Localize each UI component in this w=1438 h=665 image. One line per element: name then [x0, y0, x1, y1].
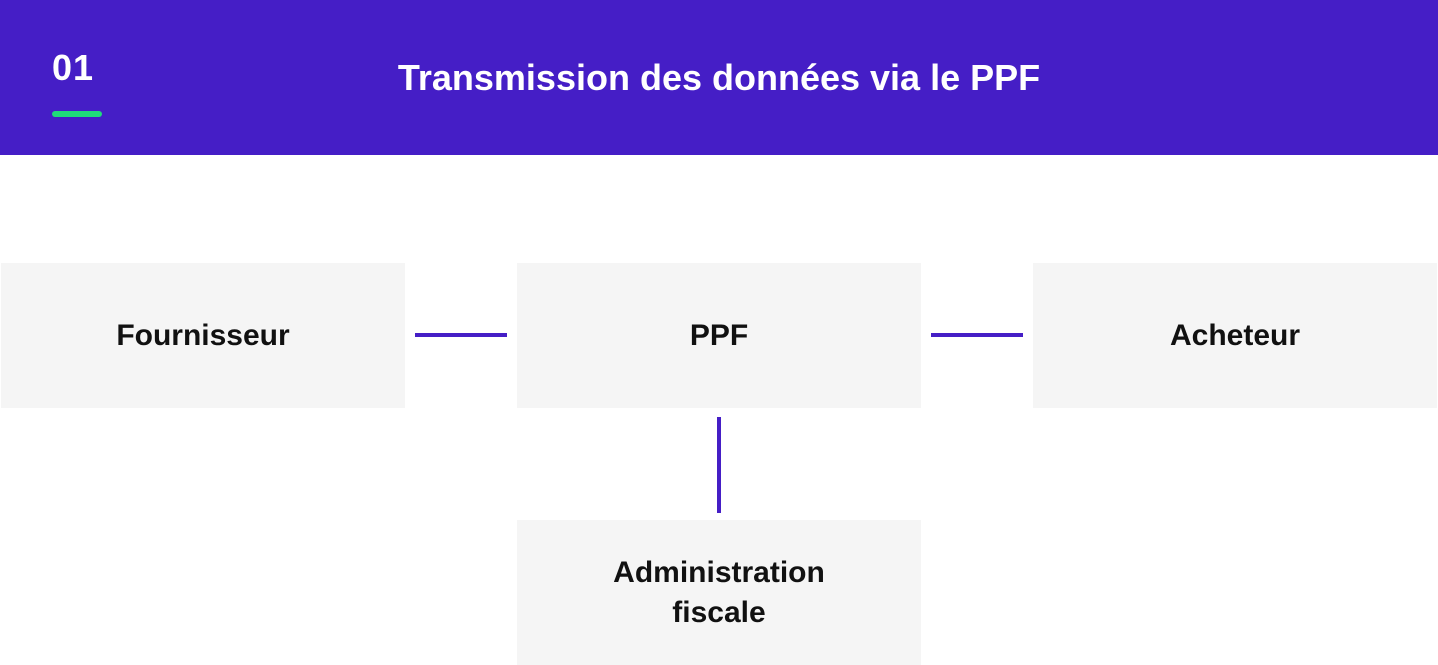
step-underline: [52, 111, 102, 117]
node-buyer-label: Acheteur: [1169, 318, 1301, 352]
node-buyer: Acheteur: [1033, 263, 1437, 408]
header-banner: 01 Transmission des données via le PPF: [0, 0, 1438, 155]
connector-ppf-tax-administration: [717, 417, 721, 513]
node-supplier: Fournisseur: [1, 263, 405, 408]
page-title: Transmission des données via le PPF: [397, 57, 1041, 98]
node-ppf: PPF: [517, 263, 921, 408]
node-tax-administration-label: Administration fiscale: [613, 555, 825, 629]
node-ppf-label: PPF: [689, 318, 749, 352]
connector-ppf-buyer: [931, 333, 1023, 337]
node-tax-administration: Administration fiscale: [517, 520, 921, 665]
step-number: 01: [52, 47, 95, 88]
connector-supplier-ppf: [415, 333, 507, 337]
node-supplier-label: Fournisseur: [116, 318, 290, 352]
